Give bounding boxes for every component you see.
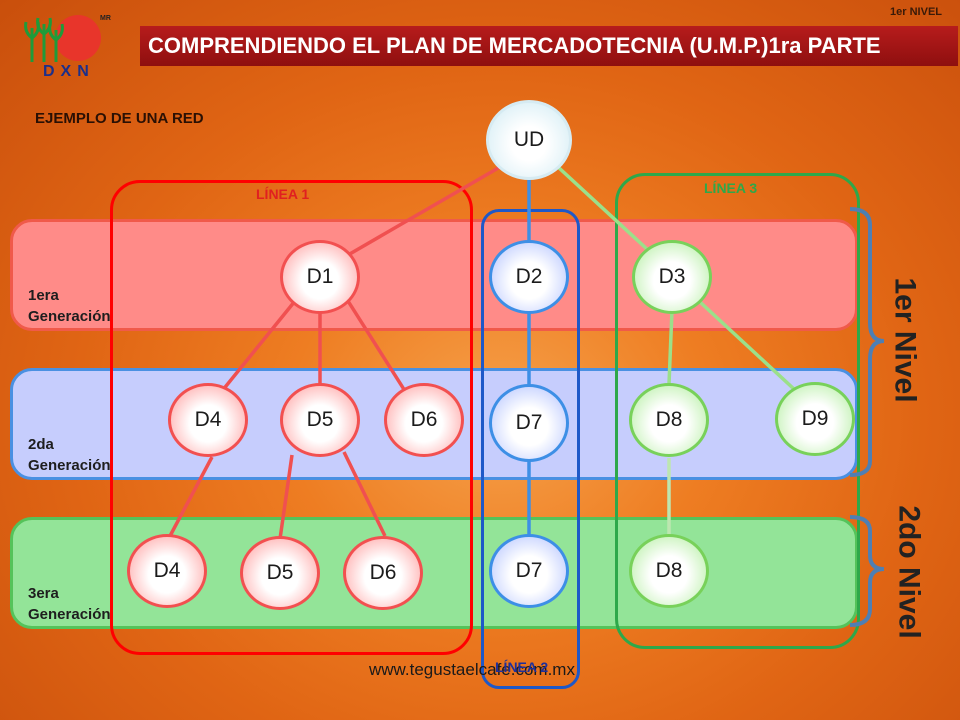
node-g2-d4: D4 (168, 383, 248, 457)
connector-d1-d6 (346, 300, 407, 392)
node-g3-d6: D6 (343, 536, 423, 610)
node-g2-d5: D5 (280, 383, 360, 457)
first-level-label: 1er Nivel (888, 277, 922, 403)
node-g2-d6: D6 (384, 383, 464, 457)
generation-band-1 (10, 219, 858, 331)
connector-ud-d1 (347, 165, 501, 257)
svg-text:MR: MR (100, 15, 111, 22)
node-d2: D2 (489, 240, 569, 314)
page-title: COMPRENDIENDO EL PLAN DE MERCADOTECNIA (… (140, 26, 958, 66)
node-g2-d8: D8 (629, 383, 709, 457)
node-g3-d7: D7 (489, 534, 569, 608)
line-1-label: LÍNEA 1 (256, 186, 310, 202)
level-brackets (849, 207, 885, 627)
connector-ud-d3 (556, 165, 650, 252)
footer-url[interactable]: www.tegustaelcafe.com.mx (369, 660, 575, 679)
dxn-logo: MR DXN (24, 15, 111, 78)
node-g3-d4: D4 (127, 534, 207, 608)
node-g2-d7: D7 (489, 384, 569, 462)
first-level-bracket (849, 207, 885, 477)
connector-g2d5-g3d5 (278, 454, 294, 540)
section-label: EJEMPLO DE UNA RED (35, 110, 204, 127)
connector-d1-d4 (220, 299, 297, 393)
line-1-box (110, 180, 473, 655)
node-d3: D3 (632, 240, 712, 314)
connector-g2d4-g3d4 (168, 456, 214, 537)
node-g3-d8: D8 (629, 534, 709, 608)
connector-g2d5-g3d6 (342, 451, 387, 537)
second-level-label: 2do Nivel (892, 505, 926, 639)
svg-text:DXN: DXN (43, 63, 95, 78)
node-g2-d9: D9 (775, 382, 855, 456)
level-tag: 1er NIVEL (890, 6, 942, 18)
connector-d3-d8 (667, 309, 674, 385)
second-level-bracket (849, 515, 885, 627)
node-ud: UD (486, 100, 572, 180)
node-d1: D1 (280, 240, 360, 314)
node-g3-d5: D5 (240, 536, 320, 610)
line-2-label: LÍNEA 2 (495, 659, 549, 675)
line-3-label: LÍNEA 3 (704, 180, 758, 196)
connector-d3-d9 (698, 300, 797, 392)
line-3-box (615, 173, 860, 649)
